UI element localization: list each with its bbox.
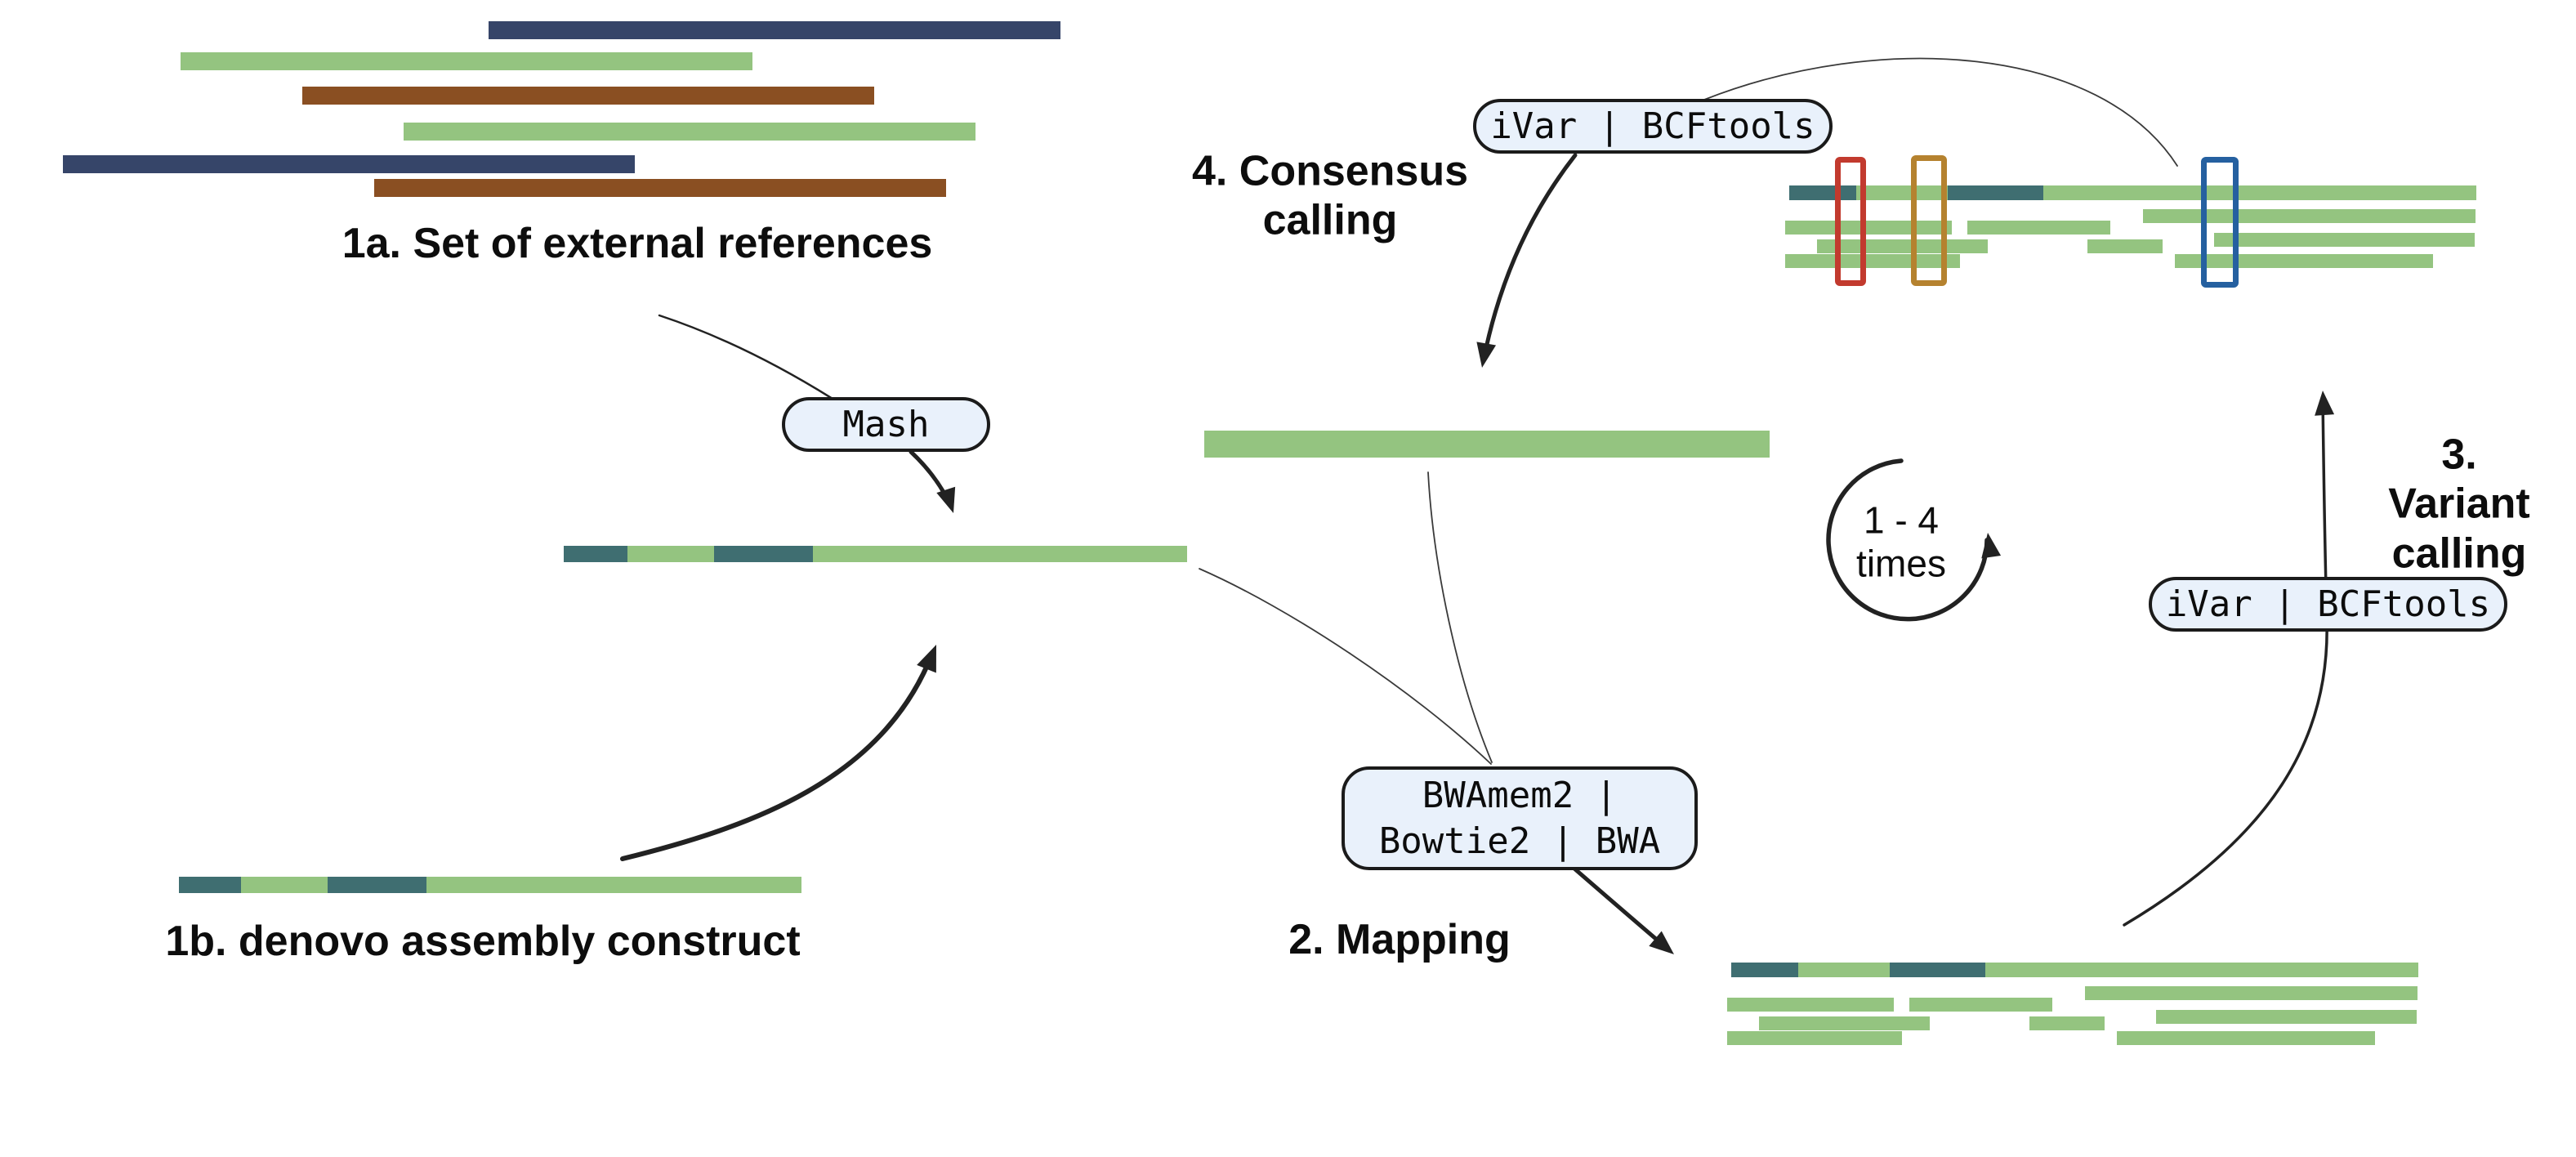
top-stack-read-2	[1785, 221, 1952, 235]
bottom-stack-ref-teal-1	[1731, 963, 1798, 977]
external-ref-green-2	[404, 123, 975, 141]
bottom-stack-read-3	[1909, 998, 2052, 1012]
pill-consensus_tools: iVar | BCFtools	[1473, 99, 1833, 154]
bottom-stack-read-5	[1759, 1016, 1930, 1030]
line-ref-to-mapping	[1199, 568, 1492, 765]
top-stack-read-3	[1967, 221, 2110, 235]
arrow-denovo-to-ref-head	[917, 645, 936, 673]
external-ref-green-1	[181, 52, 752, 70]
label-mapping: 2. Mapping	[1288, 915, 1511, 963]
arrow-consensus-call-head	[1476, 342, 1497, 368]
top-stack-ref-teal-2	[1948, 185, 2043, 200]
bottom-stack-ref-green-2	[1985, 963, 2418, 977]
external-ref-brown-1	[302, 87, 874, 105]
denovo-seg-teal-1	[179, 877, 241, 893]
top-stack-read-8	[2175, 254, 2433, 268]
label-ref_set: 1a. Set of external references	[342, 219, 933, 267]
variant-box-blue	[2201, 157, 2239, 288]
bottom-stack-read-2	[1727, 998, 1894, 1012]
external-ref-navy-1	[489, 21, 1060, 39]
label-loop: 1 - 4 times	[1856, 498, 1946, 585]
selected-ref-seg-green-1	[627, 546, 714, 562]
line-consensus-to-mapping	[1427, 471, 1493, 763]
label-variant: 3. Variant calling	[2388, 431, 2530, 578]
top-stack-ref-green-2	[2043, 185, 2476, 200]
pill-mapping_tools: BWAmem2 | Bowtie2 | BWA	[1342, 766, 1698, 870]
top-stack-read-6	[2087, 239, 2163, 253]
selected-ref-seg-green-2	[813, 546, 1187, 562]
selected-ref-seg-teal-1	[564, 546, 627, 562]
external-ref-brown-2	[374, 179, 946, 197]
variant-box-red	[1835, 157, 1866, 286]
bottom-stack-read-7	[1727, 1031, 1902, 1045]
bottom-stack-ref-green-1	[1798, 963, 1890, 977]
arrow-variant-call-head	[2315, 391, 2335, 416]
arrow-mapping-to-stack-head	[1649, 931, 1674, 954]
top-stack-read-1	[2143, 209, 2476, 223]
line-refset-to-mash	[658, 314, 834, 400]
consensus-sequence-bar	[1204, 431, 1770, 458]
denovo-seg-green-1	[241, 877, 328, 893]
arrow-mash-to-ref-head	[936, 486, 956, 513]
arrow-denovo-to-ref	[620, 651, 935, 861]
arrow-loop-circle	[1826, 458, 1989, 622]
top-stack-read-4	[2214, 233, 2475, 247]
arrow-mapping-to-stack	[1572, 866, 1671, 952]
denovo-seg-teal-2	[328, 877, 426, 893]
line-stack-to-consensus	[1703, 57, 2178, 167]
bottom-stack-read-1	[2085, 986, 2418, 1000]
pill-mash: Mash	[782, 397, 990, 452]
top-stack-ref-green-1	[1856, 185, 1948, 200]
external-ref-navy-2	[63, 155, 635, 173]
arrow-loop-circle-head	[1981, 533, 2002, 559]
arrow-consensus-call	[1481, 153, 1578, 362]
label-denovo: 1b. denovo assembly construct	[165, 917, 801, 965]
label-consensus: 4. Consensus calling	[1191, 147, 1469, 244]
bottom-stack-read-4	[2156, 1010, 2417, 1024]
bottom-stack-read-8	[2117, 1031, 2375, 1045]
variant-box-ochre	[1911, 155, 1947, 286]
denovo-seg-green-2	[426, 877, 801, 893]
pill-variant_tools: iVar | BCFtools	[2149, 577, 2507, 632]
bottom-stack-read-6	[2029, 1016, 2105, 1030]
arrow-variant-call	[2123, 396, 2328, 927]
bottom-stack-ref-teal-2	[1890, 963, 1985, 977]
selected-ref-seg-teal-2	[714, 546, 813, 562]
